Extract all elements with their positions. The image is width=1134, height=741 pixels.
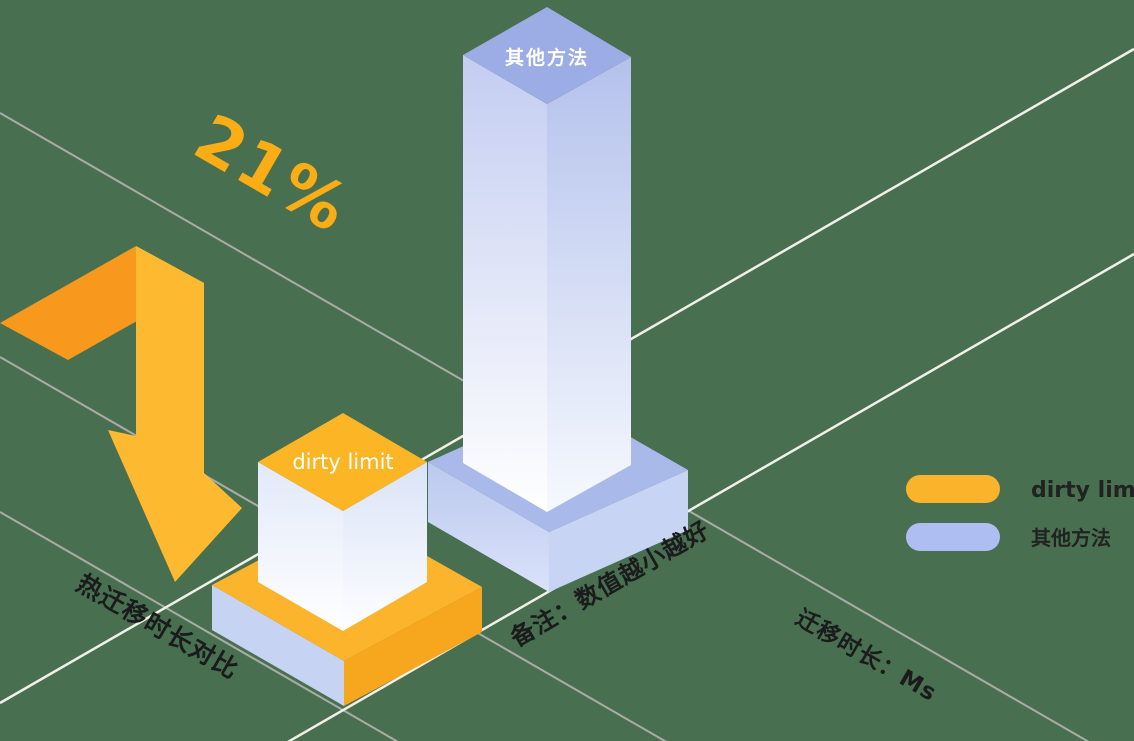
grid-line-gray-3 (0, 511, 399, 741)
legend-swatch-dirty (906, 475, 1000, 503)
dirty-platform-left-face (212, 585, 344, 706)
other-bar-label: 其他方法 (505, 46, 589, 69)
dirty-column-left-face (258, 462, 343, 631)
other-column-left-face (463, 55, 547, 512)
dirty-bar-group: dirty limit (212, 413, 482, 706)
dirty-column-right-face (343, 462, 427, 631)
other-column-right-face (547, 57, 631, 512)
dirty-bar-label: dirty limit (292, 450, 393, 474)
legend-label-other: 其他方法 (1031, 526, 1111, 550)
dirty-column-top-face (258, 413, 427, 511)
legend-swatch-other (906, 523, 1000, 551)
other-platform-right-face (549, 470, 688, 592)
dirty-platform-right-face (344, 587, 482, 706)
other-platform-left-face (428, 462, 549, 592)
other-column-top-face (463, 7, 631, 104)
down-arrow-shaft (108, 246, 242, 582)
legend-label-dirty: dirty limit (1031, 478, 1134, 503)
down-arrow (0, 246, 242, 582)
legend: dirty limit 其他方法 (906, 475, 1134, 551)
other-bar-group: 其他方法 (428, 7, 688, 592)
